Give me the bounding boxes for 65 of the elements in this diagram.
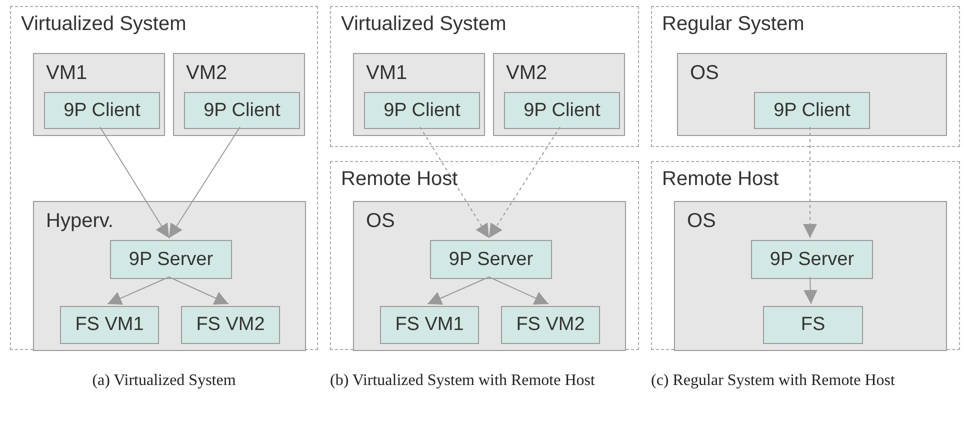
group-heading: OS bbox=[687, 210, 716, 233]
system-panel bbox=[330, 161, 639, 350]
group-heading: Remote Host bbox=[341, 168, 458, 191]
component-box bbox=[751, 240, 873, 279]
component-box bbox=[110, 240, 232, 279]
component-box bbox=[754, 92, 870, 129]
group-heading: VM2 bbox=[506, 62, 548, 85]
container-box bbox=[33, 201, 306, 351]
arrow bbox=[100, 126, 170, 238]
component-label: 9P Client bbox=[204, 100, 280, 122]
container-box bbox=[493, 53, 625, 136]
component-label: FS VM1 bbox=[75, 314, 144, 336]
component-box bbox=[504, 92, 620, 129]
system-panel bbox=[651, 161, 960, 350]
arrow bbox=[427, 276, 490, 305]
group-heading: Remote Host bbox=[662, 168, 779, 191]
container-box bbox=[677, 53, 947, 136]
component-box bbox=[44, 92, 160, 129]
component-label: 9P Client bbox=[384, 100, 460, 122]
component-label: FS bbox=[800, 314, 826, 336]
group-heading: VM1 bbox=[366, 62, 408, 85]
component-label: 9P Client bbox=[524, 100, 600, 122]
container-box bbox=[353, 53, 485, 136]
group-heading: Hyperv. bbox=[46, 210, 114, 233]
component-box bbox=[184, 92, 300, 129]
system-panel bbox=[651, 6, 960, 147]
container-box bbox=[353, 201, 626, 351]
group-heading: Regular System bbox=[662, 13, 804, 36]
arrow bbox=[107, 276, 170, 305]
component-box bbox=[380, 306, 479, 344]
group-heading: Virtualized System bbox=[21, 13, 186, 36]
component-box bbox=[501, 306, 600, 344]
component-box bbox=[364, 92, 480, 129]
group-heading: VM1 bbox=[46, 62, 88, 85]
group-heading: OS bbox=[690, 62, 719, 85]
group-heading: Virtualized System bbox=[341, 13, 506, 36]
group-heading: OS bbox=[366, 210, 395, 233]
arrow bbox=[168, 276, 229, 305]
subfigure-caption: (a) Virtualized System bbox=[91, 371, 237, 391]
arrow bbox=[488, 276, 549, 305]
container-box bbox=[173, 53, 305, 136]
component-box bbox=[60, 306, 159, 344]
system-panel bbox=[330, 6, 639, 147]
component-label: FS VM2 bbox=[196, 314, 265, 336]
arrow bbox=[420, 126, 490, 238]
subfigure-caption: (c) Regular System with Remote Host bbox=[651, 371, 896, 391]
arrow bbox=[488, 126, 560, 238]
component-label: 9P Server bbox=[448, 248, 534, 270]
component-label: FS VM2 bbox=[516, 314, 585, 336]
component-label: 9P Client bbox=[774, 100, 850, 122]
component-box bbox=[430, 240, 552, 279]
arrow bbox=[803, 126, 817, 238]
system-panel bbox=[10, 6, 318, 350]
subfigure-caption: (b) Virtualized System with Remote Host bbox=[330, 371, 596, 391]
container-box bbox=[674, 201, 947, 351]
component-box bbox=[763, 306, 863, 344]
component-label: 9P Client bbox=[64, 100, 140, 122]
arrow bbox=[168, 126, 240, 238]
component-label: 9P Server bbox=[128, 248, 214, 270]
arrow bbox=[803, 276, 818, 304]
container-box bbox=[33, 53, 165, 136]
component-label: 9P Server bbox=[770, 248, 854, 270]
group-heading: VM2 bbox=[186, 62, 228, 85]
component-label: FS VM1 bbox=[395, 314, 464, 336]
component-box bbox=[181, 306, 280, 344]
